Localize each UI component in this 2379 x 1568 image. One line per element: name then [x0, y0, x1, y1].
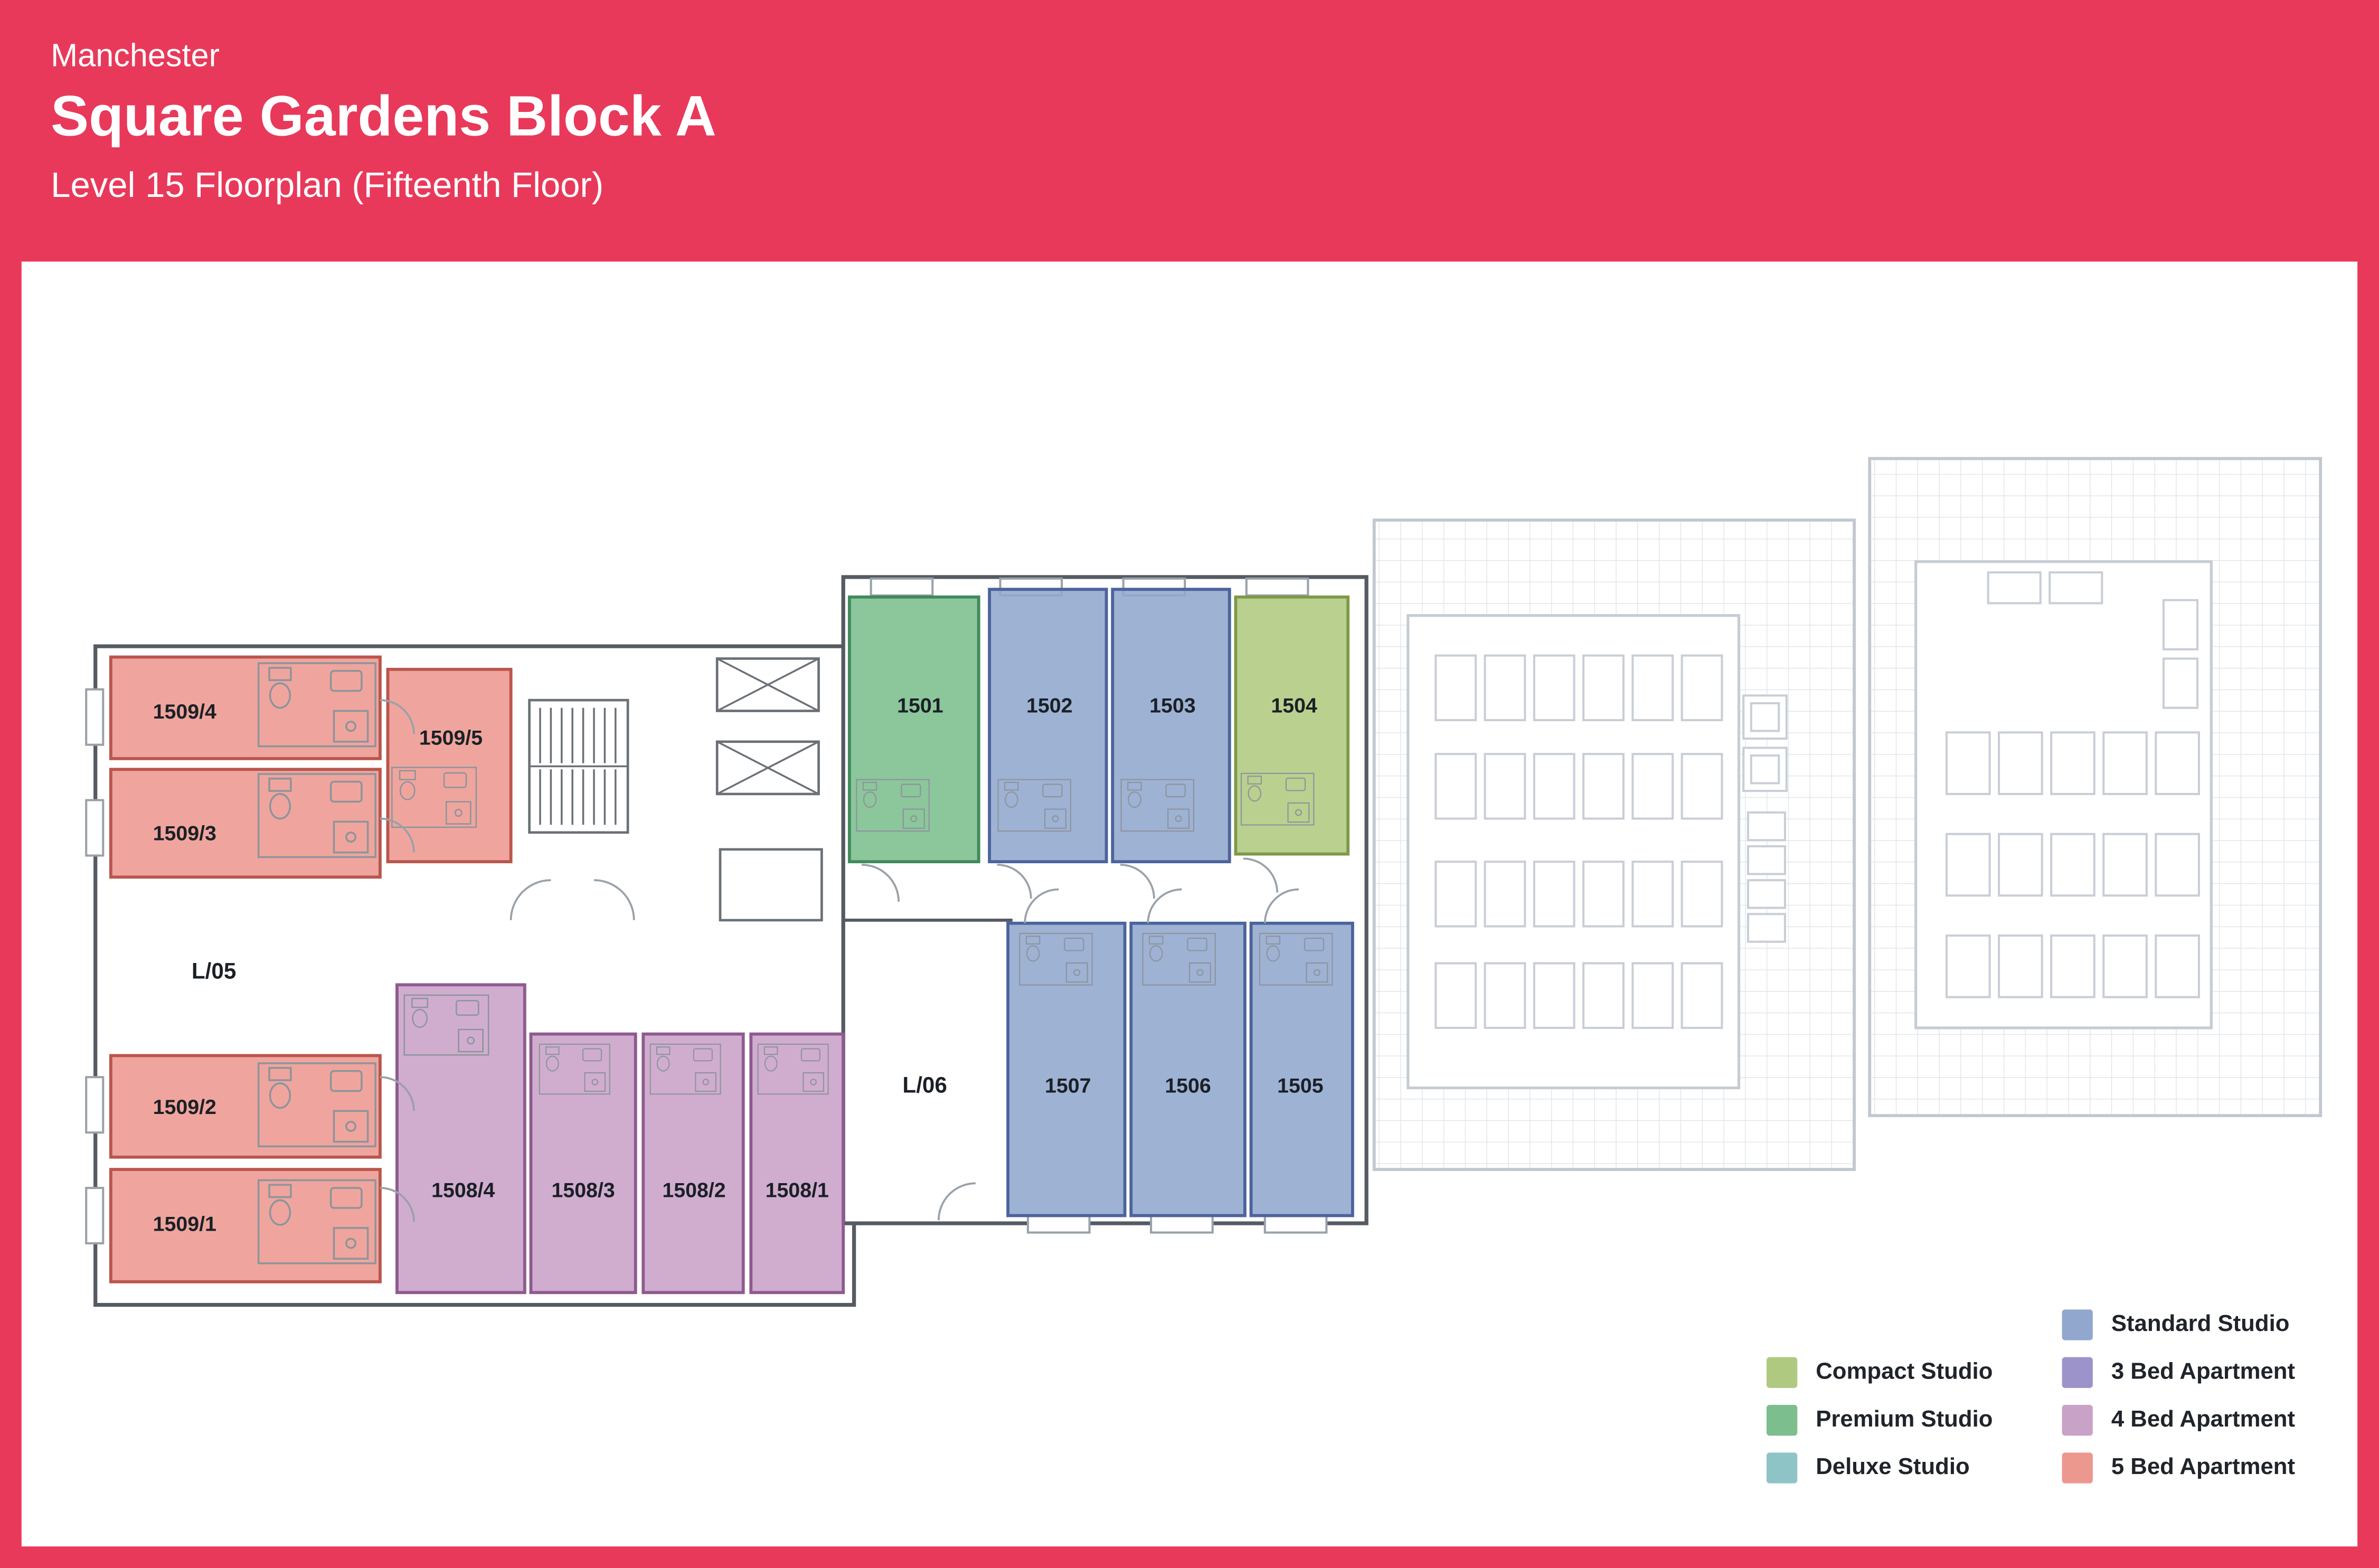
legend-label-3-bed-apartment: 3 Bed Apartment — [2111, 1358, 2296, 1385]
legend-column-1: Compact Studio Premium Studio Deluxe Stu… — [1766, 1348, 1993, 1491]
room-label-1508-1: 1508/1 — [766, 1179, 829, 1202]
room-label-1509-3: 1509/3 — [153, 821, 216, 845]
room-label-1508-4: 1508/4 — [431, 1179, 495, 1202]
room-label-1509-2: 1509/2 — [153, 1095, 216, 1119]
stairwell-icon — [528, 698, 629, 834]
room-1505 — [1249, 921, 1354, 1217]
room-1501 — [847, 595, 980, 864]
room-labels: 1509/4 1509/3 1509/5 1509/2 1509/1 1508/… — [153, 694, 1324, 1235]
room-1508-2 — [641, 1032, 745, 1295]
door-arcs — [380, 699, 1299, 1222]
room-1503 — [1111, 588, 1231, 864]
room-label-1503: 1503 — [1149, 694, 1196, 717]
legend-item-premium-studio: Premium Studio — [1766, 1396, 1993, 1443]
room-1508-4 — [395, 983, 526, 1295]
room-1509-5 — [386, 667, 513, 864]
room-1508-1 — [749, 1032, 845, 1295]
room-label-1509-5: 1509/5 — [419, 726, 483, 750]
terrace-right — [1868, 457, 2323, 1117]
legend-label-standard-studio: Standard Studio — [2111, 1311, 2290, 1337]
legend-label-4-bed-apartment: 4 Bed Apartment — [2111, 1406, 2296, 1433]
terrace-left-furniture — [1434, 654, 1788, 1029]
legend-swatch-3-bed-apartment — [2062, 1356, 2093, 1387]
room-1504 — [1234, 595, 1350, 856]
legend-item-4-bed-apartment: 4 Bed Apartment — [2062, 1396, 2295, 1443]
room-label-1505: 1505 — [1277, 1074, 1324, 1097]
legend-swatch-premium-studio — [1766, 1404, 1798, 1435]
legend-item-standard-studio: Standard Studio — [2062, 1300, 2295, 1348]
header-city: Manchester — [51, 38, 220, 74]
legend-label-compact-studio: Compact Studio — [1816, 1358, 1993, 1385]
room-label-1502: 1502 — [1026, 694, 1073, 717]
room-1509-2 — [109, 1054, 382, 1159]
rooms-layer — [109, 588, 1354, 1295]
room-label-1509-1: 1509/1 — [153, 1213, 216, 1236]
legend-swatch-standard-studio — [2062, 1308, 2093, 1340]
elevator-icons — [715, 657, 823, 922]
room-1508-3 — [529, 1032, 637, 1295]
room-label-1507: 1507 — [1045, 1074, 1091, 1097]
room-label-1506: 1506 — [1165, 1074, 1211, 1097]
terrace-right-furniture — [1945, 571, 2201, 998]
room-label-1508-2: 1508/2 — [662, 1179, 725, 1202]
page-subtitle: Level 15 Floorplan (Fifteenth Floor) — [51, 164, 604, 204]
legend-label-deluxe-studio: Deluxe Studio — [1816, 1454, 1970, 1480]
room-label-1509-4: 1509/4 — [153, 700, 216, 723]
legend-swatch-compact-studio — [1766, 1356, 1798, 1387]
window-stubs — [85, 577, 1328, 1245]
room-1502 — [988, 588, 1108, 864]
room-label-1504: 1504 — [1271, 694, 1317, 717]
room-1509-1 — [109, 1168, 382, 1283]
legend-swatch-4-bed-apartment — [2062, 1404, 2093, 1435]
legend-column-2: Standard Studio 3 Bed Apartment 4 Bed Ap… — [2062, 1300, 2295, 1491]
legend-swatch-5-bed-apartment — [2062, 1451, 2093, 1483]
legend-label-5-bed-apartment: 5 Bed Apartment — [2111, 1454, 2296, 1480]
header-band: Manchester Square Gardens Block A Level … — [0, 0, 2379, 261]
legend-swatch-deluxe-studio — [1766, 1451, 1798, 1483]
page-title: Square Gardens Block A — [51, 85, 716, 148]
room-label-1508-3: 1508/3 — [551, 1179, 615, 1202]
room-label-1501: 1501 — [897, 694, 943, 717]
lobby-label-l05: L/05 — [192, 959, 237, 984]
lobby-label-l06: L/06 — [902, 1072, 947, 1097]
legend-item-5-bed-apartment: 5 Bed Apartment — [2062, 1443, 2295, 1491]
legend-item-compact-studio: Compact Studio — [1766, 1348, 1993, 1395]
room-1509-3 — [109, 768, 382, 879]
legend-item-3-bed-apartment: 3 Bed Apartment — [2062, 1348, 2295, 1395]
room-1509-4 — [109, 655, 382, 760]
legend-item-deluxe-studio: Deluxe Studio — [1766, 1443, 1993, 1491]
terrace-left — [1372, 518, 1856, 1172]
room-1506 — [1129, 921, 1247, 1217]
legend-label-premium-studio: Premium Studio — [1816, 1406, 1993, 1433]
